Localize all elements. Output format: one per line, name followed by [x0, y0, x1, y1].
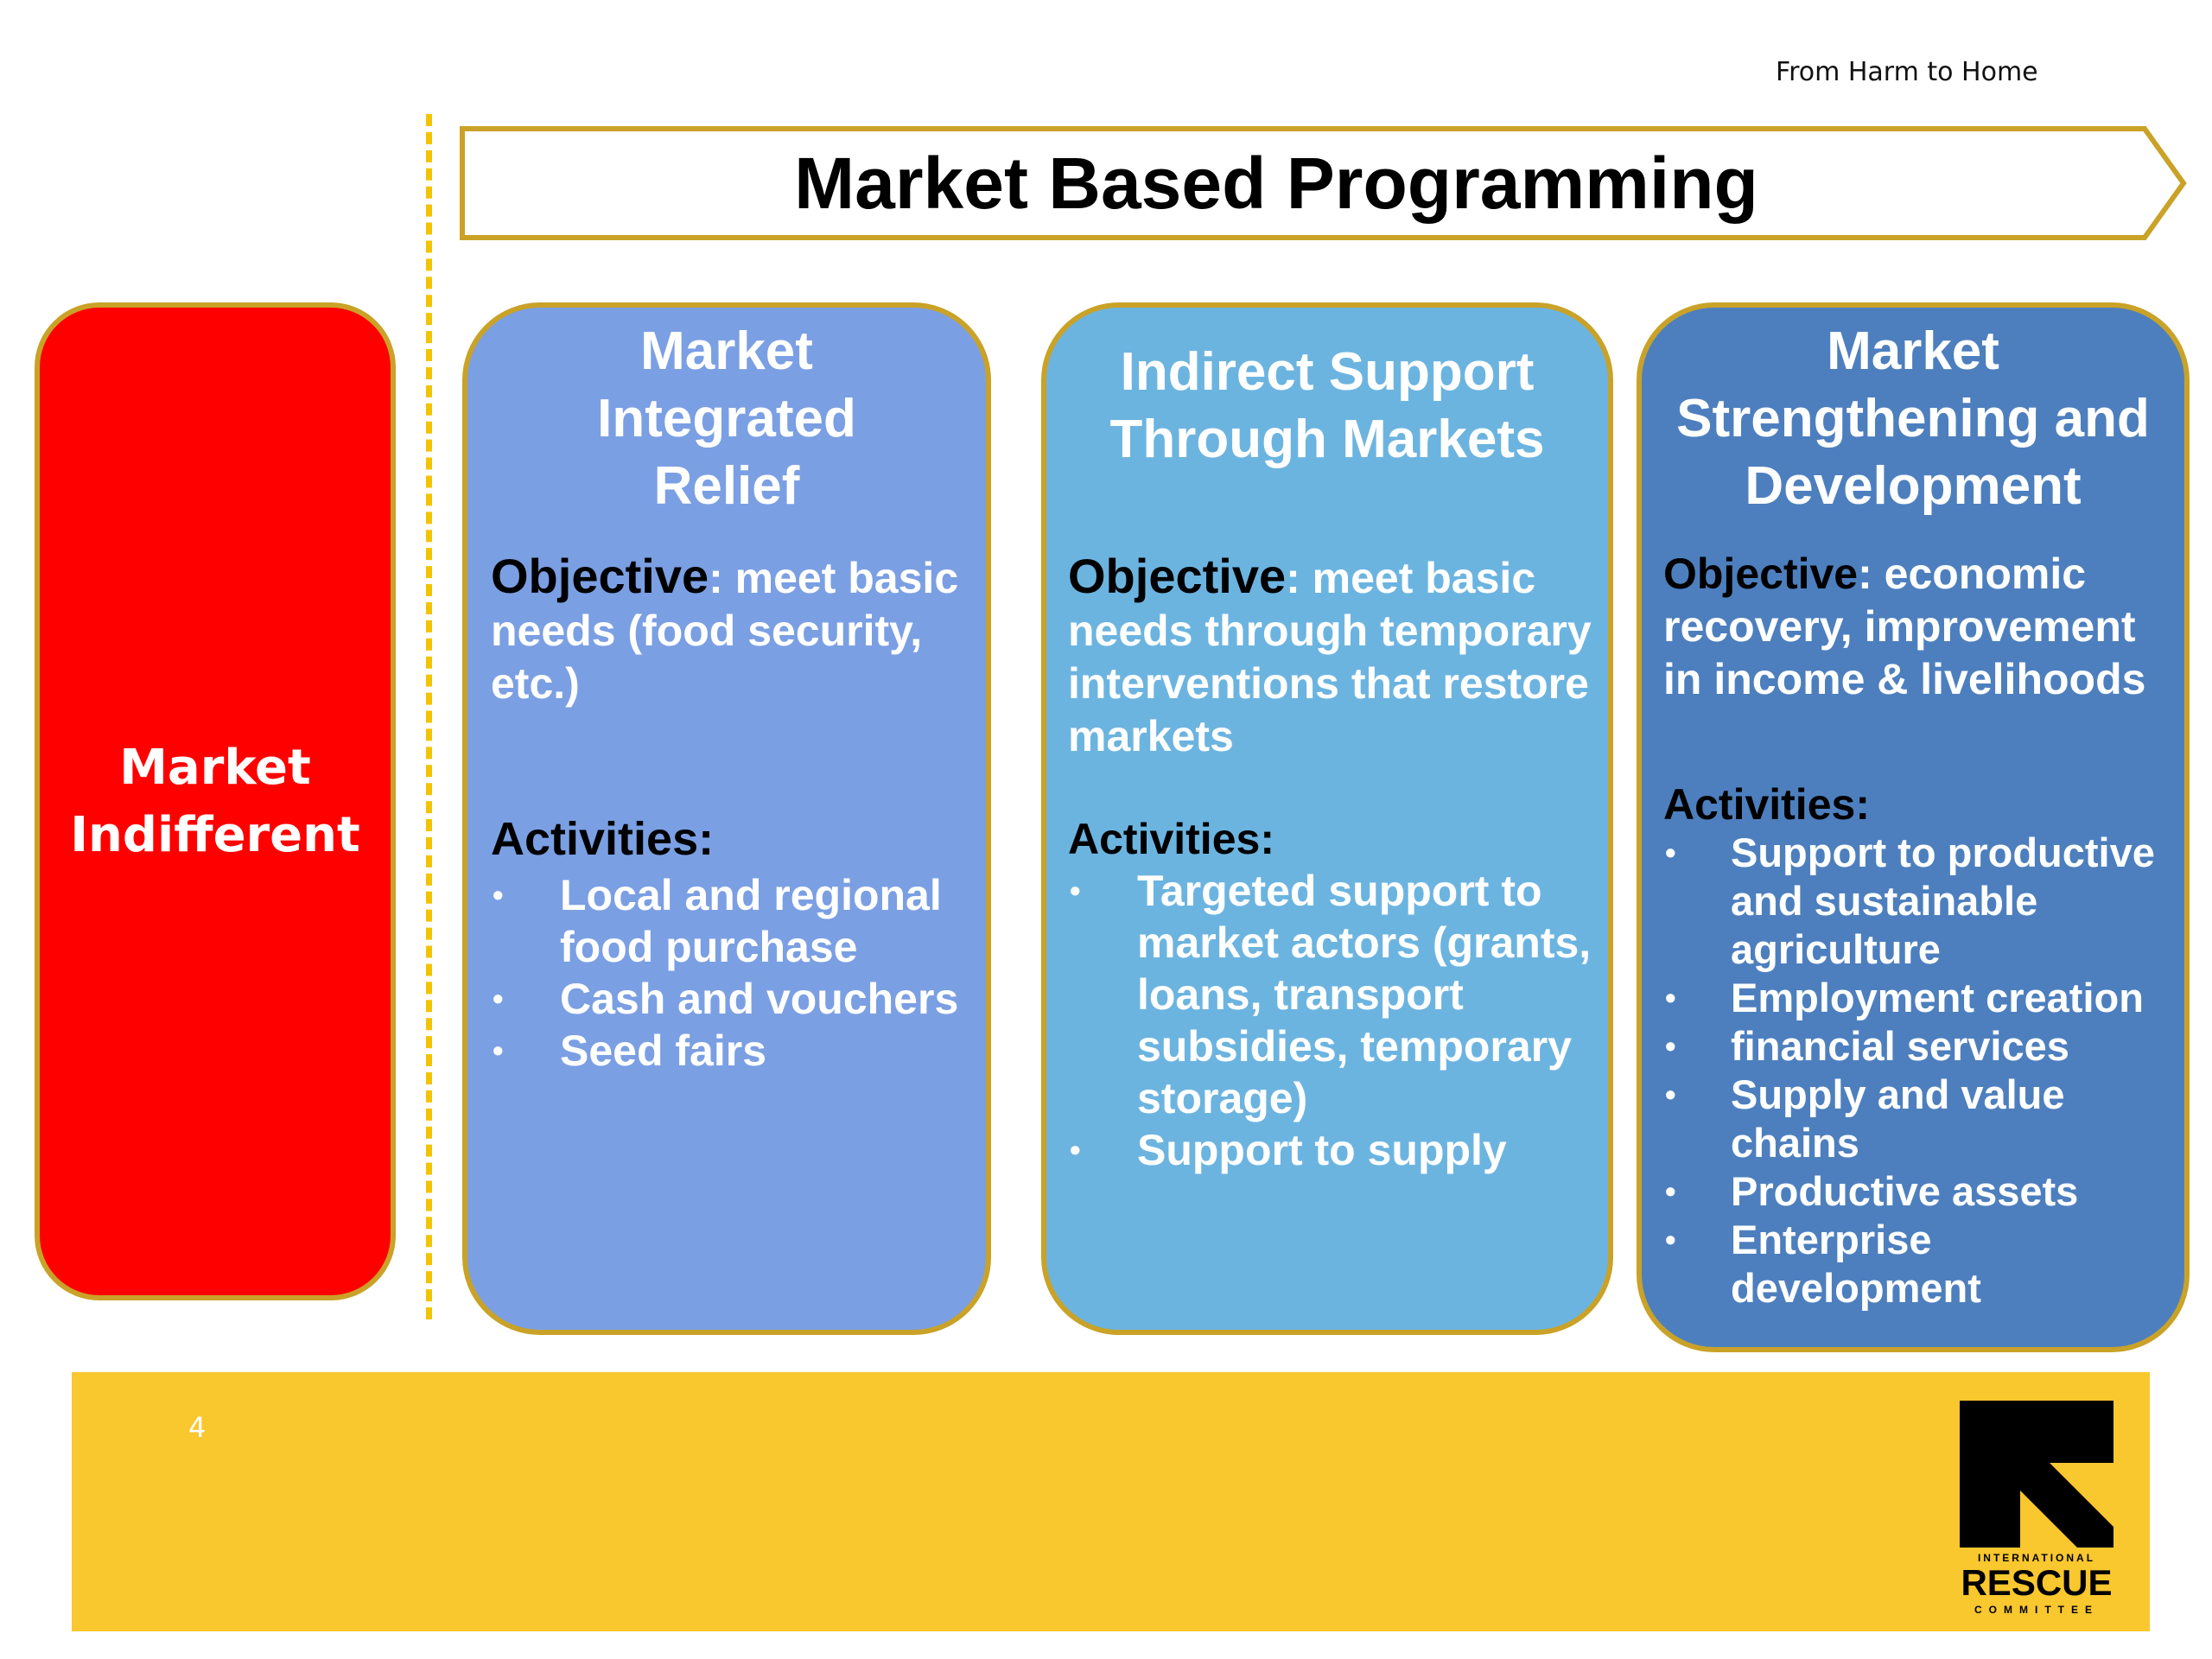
page-title: Market Based Programming — [794, 142, 1758, 224]
bullet-icon: • — [493, 1033, 504, 1068]
bullet-icon: • — [1070, 1132, 1081, 1167]
activity-text: Enterprise development — [1731, 1217, 1981, 1311]
bullet-icon: • — [1070, 873, 1081, 908]
logo-line2: RESCUE — [1961, 1562, 2113, 1603]
activities-label: Activities: — [1068, 815, 1274, 863]
list-item: • Targeted support to market actors (gran… — [1068, 865, 1595, 1124]
list-item: • Cash and vouchers — [491, 973, 975, 1025]
bullet-icon: • — [1665, 1222, 1676, 1257]
objective: Objective: meet basic needs (food securi… — [491, 550, 983, 710]
bullet-icon: • — [1665, 1077, 1676, 1112]
header-text: From Harm to Home — [1776, 57, 2038, 87]
list-item: • Support to supply — [1068, 1124, 1595, 1176]
bullet-icon: • — [493, 981, 504, 1016]
list-item: • Seed fairs — [491, 1025, 975, 1077]
column-title-line: Development — [1745, 456, 2082, 516]
market-indifferent-line2: Indifferent — [70, 806, 360, 863]
activities-list: • Support to productive and sustainable a… — [1663, 829, 2182, 1313]
list-item: • Local and regional food purchase — [491, 869, 975, 973]
bullet-icon: • — [1665, 980, 1676, 1015]
activity-text: Support to supply — [1137, 1126, 1507, 1174]
activity-text: Local and regional food purchase — [560, 871, 942, 971]
column-title: Market Integrated Relief — [467, 318, 986, 520]
activity-text: Employment creation — [1731, 975, 2144, 1020]
title-banner: Market Based Programming — [460, 123, 2188, 244]
column-title: Indirect Support Through Markets — [1046, 339, 1608, 474]
market-integrated-relief-box: Market Integrated Relief Objective: meet… — [462, 302, 991, 1335]
market-strengthening-box: Market Strengthening and Development Obj… — [1637, 302, 2190, 1352]
activities-list: • Local and regional food purchase • Cash … — [491, 869, 975, 1077]
objective-label: Objective — [491, 549, 709, 603]
indirect-support-box: Indirect Support Through Markets Objecti… — [1041, 302, 1613, 1335]
objective-label: Objective — [1663, 550, 1859, 598]
irc-logo-icon — [1960, 1401, 2113, 1548]
market-indifferent-box: Market Indifferent — [35, 302, 396, 1300]
activity-text: Cash and vouchers — [560, 975, 959, 1023]
list-item: • Productive assets — [1663, 1167, 2182, 1216]
list-item: • Employment creation — [1663, 974, 2182, 1022]
activity-text: financial services — [1731, 1023, 2069, 1069]
activities-list: • Targeted support to market actors (gran… — [1068, 865, 1595, 1176]
logo-line1: INTERNATIONAL — [1977, 1552, 2096, 1564]
column-title-line: Market — [1827, 321, 1999, 381]
column-title-line: Strengthening and — [1676, 389, 2150, 448]
objective-text: : meet basic needs (food security, etc.) — [491, 554, 959, 708]
activity-text: Targeted support to market actors (grant… — [1137, 867, 1592, 1122]
activity-text: Productive assets — [1731, 1168, 2079, 1214]
list-item: • Enterprise development — [1663, 1216, 2182, 1313]
irc-logo: INTERNATIONAL RESCUE COMMITTEE — [1878, 1372, 2150, 1631]
objective: Objective: meet basic needs through temp… — [1068, 550, 1608, 763]
activity-text: Seed fairs — [560, 1027, 767, 1075]
column-title-line: Integrated — [597, 389, 856, 448]
objective-text: : economic recovery, improvement in inco… — [1663, 550, 2146, 703]
activities-label: Activities: — [1663, 780, 1870, 829]
column-title-line: Through Markets — [1109, 410, 1545, 469]
objective: Objective: economic recovery, improvemen… — [1663, 548, 2182, 706]
column-title-line: Indirect Support — [1120, 342, 1535, 402]
logo-line3: COMMITTEE — [1974, 1604, 2099, 1616]
column-title-line: Market — [640, 321, 813, 381]
list-item: • Support to productive and sustainable a… — [1663, 829, 2182, 974]
list-item: • Supply and value chains — [1663, 1071, 2182, 1167]
activity-text: Support to productive and sustainable ag… — [1731, 830, 2155, 972]
bullet-icon: • — [493, 877, 504, 912]
list-item: • financial services — [1663, 1022, 2182, 1071]
objective-label: Objective — [1068, 549, 1287, 603]
arrow-shape-icon — [460, 126, 2187, 240]
footer-bar: 4 INTERNATIONAL RESCUE COMMITTEE — [72, 1372, 2150, 1631]
activities-label: Activities: — [491, 813, 715, 865]
objective-text: : meet basic needs through temporary int… — [1068, 554, 1592, 760]
page-number: 4 — [188, 1411, 207, 1444]
bullet-icon: • — [1665, 1173, 1676, 1209]
market-indifferent-line1: Market — [119, 739, 311, 796]
dashed-divider — [426, 114, 432, 1319]
column-title: Market Strengthening and Development — [1642, 318, 2184, 520]
activity-text: Supply and value chains — [1731, 1071, 2065, 1166]
bullet-icon: • — [1665, 835, 1676, 870]
bullet-icon: • — [1665, 1028, 1676, 1064]
column-title-line: Relief — [653, 456, 800, 516]
